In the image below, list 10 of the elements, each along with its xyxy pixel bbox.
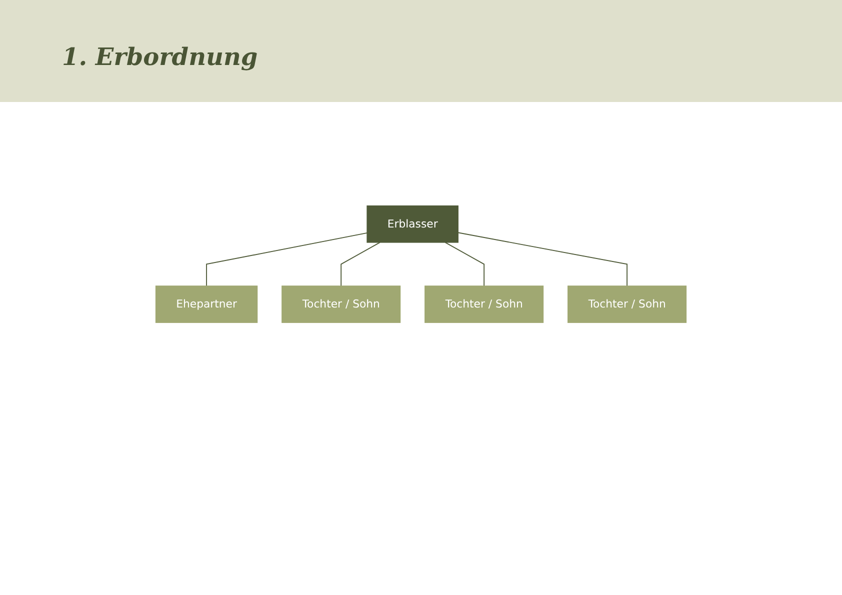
connector-line xyxy=(444,242,485,286)
person-box: Erblasser xyxy=(366,205,458,243)
person-box: Ehepartner xyxy=(155,286,258,323)
person-box: Tochter / Sohn xyxy=(282,286,401,323)
connector-line xyxy=(340,242,380,286)
person-box: Tochter / Sohn xyxy=(424,286,544,323)
person-box: Tochter / Sohn xyxy=(568,286,687,323)
diagram-title: 1. Erbordnung xyxy=(62,42,258,71)
connector-line xyxy=(458,232,628,286)
connector-line xyxy=(206,232,368,286)
